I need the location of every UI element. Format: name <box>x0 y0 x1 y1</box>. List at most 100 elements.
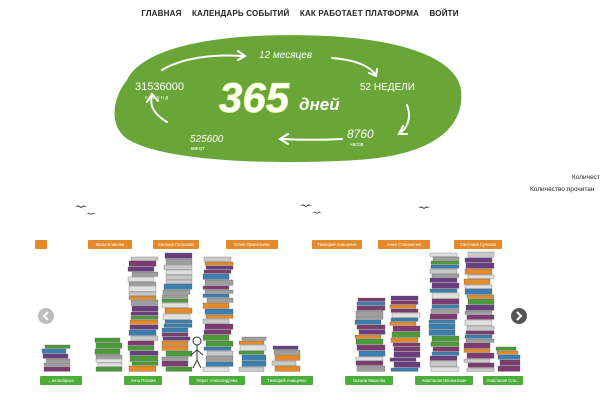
book <box>464 310 493 315</box>
carousel-next-button[interactable] <box>511 308 527 324</box>
book <box>393 361 421 368</box>
reader-tag-bottom[interactable]: Анастасия Ивонинская <box>415 376 473 385</box>
book <box>465 304 495 311</box>
book <box>241 336 267 341</box>
book <box>130 311 159 316</box>
book <box>355 310 384 316</box>
hero-weeks: 52 НЕДЕЛИ <box>360 82 415 93</box>
reader-tag-bottom[interactable]: Перит Александрова <box>189 376 245 385</box>
book <box>241 360 267 367</box>
book <box>272 345 299 350</box>
book <box>466 314 495 320</box>
book <box>202 318 230 324</box>
book <box>463 348 491 353</box>
hero-minutes-number: 525600 <box>190 134 224 145</box>
book <box>41 348 67 354</box>
book <box>389 304 417 309</box>
book <box>393 351 421 358</box>
hero-seconds-unit: секунд <box>145 95 170 101</box>
book <box>391 331 421 338</box>
book <box>161 302 189 308</box>
book <box>390 300 419 305</box>
nav-home[interactable]: ГЛАВНАЯ <box>141 9 182 18</box>
book <box>164 252 193 259</box>
book <box>429 288 458 293</box>
reader-tag-top[interactable]: Евгения Потапова <box>153 240 199 249</box>
book <box>205 314 234 319</box>
book <box>204 289 234 294</box>
book <box>241 354 267 361</box>
book <box>464 319 493 326</box>
book <box>463 278 491 285</box>
reader-tag-top[interactable]: Светлана Сучкова <box>454 240 502 249</box>
book <box>495 346 517 351</box>
book <box>205 340 234 347</box>
book <box>390 317 419 322</box>
reader-tag-bottom[interactable]: Оксана Михеева <box>345 376 393 385</box>
book <box>95 354 123 359</box>
book <box>128 295 157 300</box>
book <box>274 354 301 361</box>
book <box>355 315 384 320</box>
book <box>497 365 521 372</box>
reader-tag-top[interactable]: Анна Степаненко <box>378 240 430 249</box>
book <box>392 325 421 332</box>
book <box>274 365 301 372</box>
nav-login[interactable]: ВОЙТИ <box>429 9 459 18</box>
book <box>131 271 159 277</box>
reader-tag-bottom[interactable]: Тимофей Анищенко <box>261 376 313 385</box>
book <box>497 354 521 360</box>
hero-hours-unit: часов <box>350 142 364 148</box>
book <box>95 366 123 372</box>
chevron-right-icon <box>516 311 523 321</box>
book <box>130 256 159 261</box>
book <box>467 362 495 368</box>
reader-tag-bottom[interactable]: Анастасия Сов... <box>483 376 523 385</box>
book <box>43 362 71 367</box>
reader-tag-bottom[interactable]: ...на Бобрыш <box>40 376 82 385</box>
book <box>206 297 234 303</box>
carousel-prev-button[interactable] <box>38 308 54 324</box>
book <box>464 288 493 295</box>
book <box>430 341 460 347</box>
book <box>127 340 155 346</box>
book <box>465 262 495 269</box>
reader-tag-top[interactable]: Тимофей Анищенко <box>312 240 362 249</box>
book <box>238 366 265 372</box>
book <box>129 319 159 325</box>
reader-tag-bottom[interactable]: Анна Попова <box>124 376 162 385</box>
nav-events-calendar[interactable]: КАЛЕНДАРЬ СОБЫТИЙ <box>191 9 290 18</box>
book <box>429 277 458 283</box>
book <box>131 361 159 366</box>
reader-tag-partial-left[interactable] <box>35 240 47 249</box>
book <box>163 283 193 290</box>
book <box>499 359 521 366</box>
nav-how-it-works[interactable]: КАК РАБОТАЕТ ПЛАТФОРМА <box>299 9 420 18</box>
book <box>204 261 234 266</box>
book <box>202 366 230 372</box>
book <box>203 269 232 274</box>
book <box>202 293 230 298</box>
book <box>94 348 121 355</box>
stat-books-read: Количество прочитан <box>530 186 595 193</box>
book <box>390 308 419 313</box>
book <box>271 360 297 366</box>
book <box>128 260 157 267</box>
book <box>238 340 265 345</box>
book <box>161 332 189 337</box>
book <box>355 356 384 361</box>
book <box>162 313 191 320</box>
reader-tag-top[interactable]: Юлия Прокопьева <box>226 240 278 249</box>
hero-blob <box>114 35 462 163</box>
book <box>45 358 71 363</box>
book <box>355 360 384 366</box>
book <box>429 355 458 361</box>
hero-main-number: 365 <box>219 74 290 121</box>
book <box>204 323 234 330</box>
reader-tag-top[interactable]: Мила Блинова <box>88 240 132 249</box>
book <box>161 298 189 303</box>
book <box>464 268 493 275</box>
book <box>465 330 495 335</box>
book <box>129 324 159 330</box>
book <box>463 342 491 349</box>
